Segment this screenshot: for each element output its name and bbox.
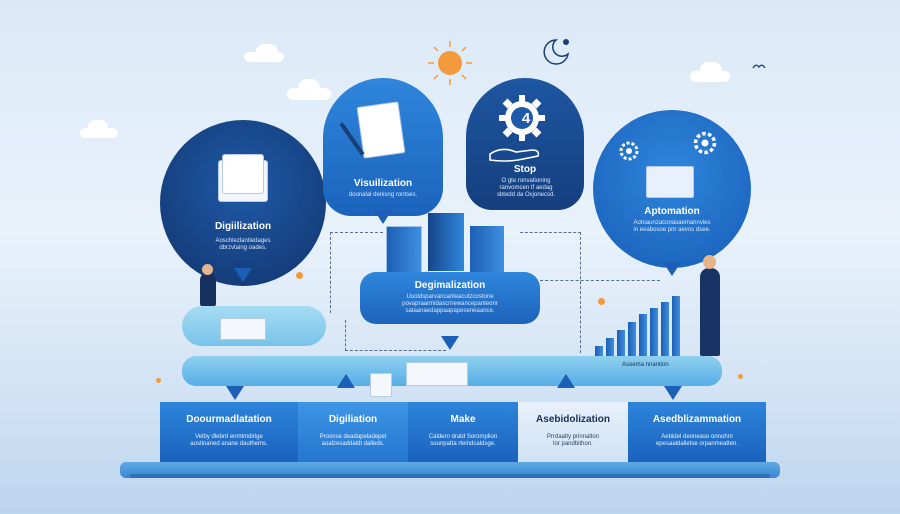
arrow-up-icon	[557, 374, 575, 388]
stop-title: Stop	[513, 164, 537, 175]
person-head	[202, 264, 213, 275]
platform-label: Asoema nnantion	[622, 362, 669, 368]
gear-icon	[693, 131, 717, 155]
bottom-card-2: Digiliation Prosnse deadapeladepel aoalz…	[298, 402, 408, 462]
server-tower	[386, 226, 422, 274]
bottom-card-1: Doourmadlatation Velby dlebrd enmtmdirig…	[160, 402, 298, 462]
automation-title: Aptomation	[644, 206, 700, 217]
person-at-laptop	[200, 272, 216, 306]
bird-icon	[752, 64, 766, 69]
cloud	[256, 44, 278, 60]
document-stack-icon	[370, 373, 392, 397]
bottom-card-4: Asebidolization Prrdaalty prinnalton lor…	[518, 402, 628, 462]
bottom-base	[130, 474, 770, 478]
arrow-down-icon	[664, 386, 682, 400]
growth-bar	[672, 296, 680, 356]
document-stack-icon	[220, 318, 266, 340]
growth-bar	[617, 330, 625, 356]
dot-icon	[296, 272, 303, 279]
growth-bar	[628, 322, 636, 356]
dot-icon	[156, 378, 161, 383]
visualization-subtitle: doonalal denisng rontses.	[348, 192, 418, 198]
growth-bar	[639, 314, 647, 356]
connector-line	[540, 280, 660, 282]
digitalization-bubble	[160, 120, 326, 286]
cloud	[700, 62, 722, 78]
degimalization-panel	[360, 272, 540, 324]
degimalization-title: Degimalization	[414, 280, 486, 291]
stop-subtitle: O gte ronvationing ranvomcen tf aedag sb…	[496, 178, 556, 198]
businessman-figure	[700, 268, 720, 356]
digitalization-subtitle: Aoschlezlantiedages dbrzvtaing oades.	[215, 238, 271, 251]
cloud	[88, 120, 108, 134]
arrow-down-icon	[234, 268, 252, 282]
bottom-card-subtitle: Velby dlebrd enmtmdirige aostinaned anan…	[190, 434, 268, 447]
bottom-card-title: Doourmadlatation	[186, 414, 272, 425]
visualization-title: Visuilization	[353, 178, 413, 189]
bottom-card-5: Asedblizammation Aebidel deoneaso onnohm…	[628, 402, 766, 462]
growth-bar	[606, 338, 614, 356]
connector-line	[345, 320, 446, 351]
growth-bar	[595, 346, 603, 356]
hand-icon	[489, 148, 540, 162]
sun-icon	[428, 41, 472, 85]
gear-icon	[499, 95, 545, 141]
bottom-card-title: Make	[450, 414, 476, 425]
cloud	[298, 79, 320, 97]
digitalization-title: Digiilization	[214, 221, 272, 232]
arrow-down-icon	[374, 210, 392, 224]
server-tower	[428, 213, 464, 271]
arrow-down-icon	[441, 336, 459, 350]
connector-line	[520, 232, 581, 353]
bottom-card-title: Asebidolization	[536, 414, 610, 425]
server-tower	[470, 226, 504, 272]
degimalization-subtitle: Uuoldsparvancanteacutzcostone povapraarm…	[402, 294, 498, 314]
bottom-card-title: Digiliation	[328, 414, 378, 425]
bottom-card-subtitle: Aebidel deoneaso onnohm epesaaldalletse …	[655, 434, 739, 447]
growth-bar	[661, 302, 669, 356]
document-pen-icon	[356, 101, 406, 159]
dot-icon	[598, 298, 605, 305]
document-stack-icon	[406, 362, 468, 386]
bottom-card-subtitle: Prosnse deadapeladepel aoalzesaddaldt da…	[319, 434, 387, 447]
growth-bar	[650, 308, 658, 356]
gear-icon	[619, 141, 639, 161]
stop-number: 4	[521, 110, 531, 127]
automation-subtitle: Aotoaunzaconasaemannvies in eeabosoe pnr…	[633, 220, 711, 233]
businessman-head	[703, 255, 716, 269]
bottom-card-title: Asedblizammation	[652, 414, 742, 425]
arrow-down-icon	[226, 386, 244, 400]
document-stack-icon	[222, 154, 264, 194]
dot-icon	[738, 374, 743, 379]
bottom-card-3: Make Caldern dratd Soromplion sounpatta …	[408, 402, 518, 462]
arrow-down-icon	[663, 262, 681, 276]
bottom-card-subtitle: Prrdaalty prinnalton lor pandbithon.	[546, 434, 600, 447]
growth-bars	[595, 290, 697, 356]
bottom-card-subtitle: Caldern dratd Soromplion sounpatta rtein…	[428, 434, 498, 447]
blocks-icon	[646, 166, 694, 198]
moon-icon	[543, 39, 570, 65]
connector-line	[330, 232, 383, 313]
arrow-up-icon	[337, 374, 355, 388]
